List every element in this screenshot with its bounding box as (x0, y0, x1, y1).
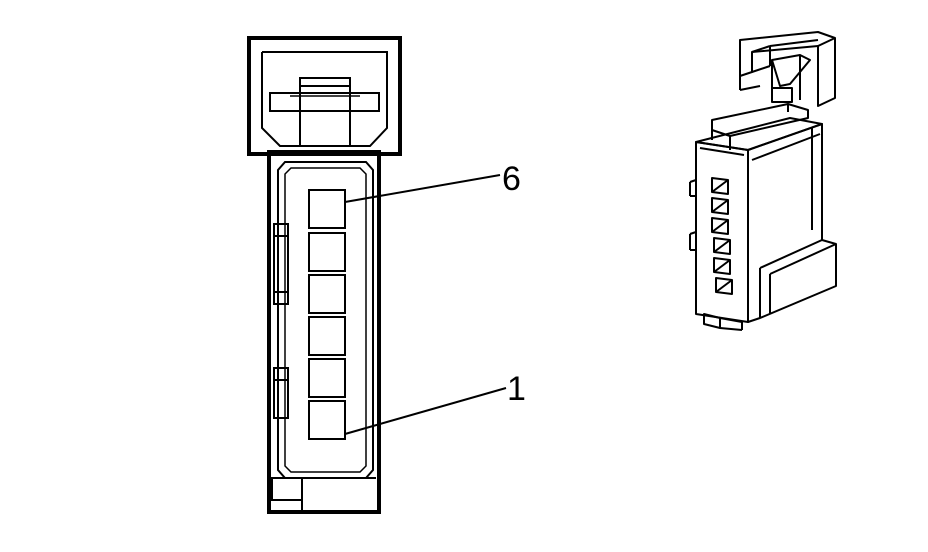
leader-line-6 (344, 174, 501, 203)
pin-6-label: 6 (502, 160, 521, 198)
connector-isometric-view (689, 31, 837, 331)
leader-line-1 (344, 387, 507, 435)
connector-body (267, 150, 381, 514)
iso-terminal-cavities (711, 177, 733, 295)
cavity-2 (308, 358, 346, 398)
cavity-1 (308, 400, 346, 440)
iso-latch (739, 31, 836, 107)
terminal-cavities (308, 189, 346, 440)
cavity-3 (308, 316, 346, 356)
iso-cavity (715, 277, 733, 295)
latch-housing (247, 36, 402, 156)
cavity-5 (308, 232, 346, 272)
iso-cavity (711, 177, 729, 195)
cavity-6 (308, 189, 346, 229)
side-lock-tabs (273, 223, 289, 419)
iso-cavity (711, 217, 729, 235)
iso-body (689, 117, 837, 331)
iso-cavity (711, 197, 729, 215)
iso-cavity (713, 257, 731, 275)
cavity-4 (308, 274, 346, 314)
connector-front-view (247, 36, 507, 514)
iso-upper-step (711, 103, 809, 150)
pin-1-label: 1 (507, 370, 526, 408)
iso-cavity (713, 237, 731, 255)
